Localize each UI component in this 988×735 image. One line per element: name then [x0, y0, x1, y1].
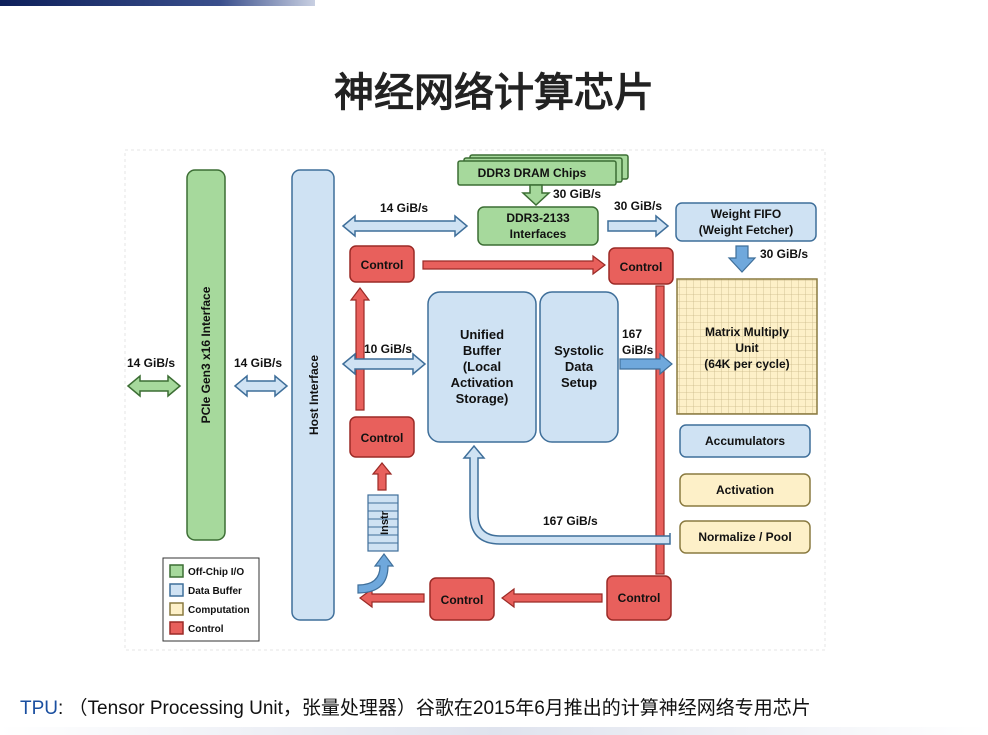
control-arrow-top: [422, 254, 606, 276]
control-box-top-right: [608, 247, 674, 285]
control-label-top-right: Control: [620, 260, 663, 274]
pcie-label-line1: PCIe Gen3 x16 Interface: [199, 286, 213, 423]
ddr-fifo-arrow: [607, 214, 670, 238]
bw-label-pcie-host: 14 GiB/s: [234, 356, 282, 370]
bw-label-ddr-fifo: 30 GiB/s: [614, 199, 662, 213]
bw-label-host-ub: 10 GiB/s: [364, 342, 412, 356]
control-arrow-left-up: [349, 287, 371, 411]
bw-label-host-ddr: 14 GiB/s: [380, 201, 428, 215]
caption-prefix: TPU: [20, 698, 58, 719]
systolic-setup-box: [539, 291, 619, 443]
legend-swatch-control: [169, 621, 184, 635]
control-line-right: [655, 285, 665, 575]
caption-text: : （Tensor Processing Unit，张量处理器）谷歌在2015年…: [58, 698, 811, 719]
normalize-pool-box: [679, 520, 811, 554]
wfifo-label-2: (Weight Fetcher): [699, 223, 793, 237]
ub-label-3: (Local: [463, 359, 501, 374]
wfifo-label-1: Weight FIFO: [711, 207, 781, 221]
ddr-chips-label: DDR3 DRAM Chips: [478, 166, 587, 180]
legend-swatch-offchip: [169, 564, 184, 578]
control-arrow-bottom-left: [359, 587, 425, 609]
mm-label-1: Matrix Multiply: [705, 325, 789, 339]
activation-label: Activation: [716, 483, 774, 497]
host-ub-arrow: [341, 352, 427, 376]
ub-label-2: Buffer: [463, 343, 501, 358]
bw-label-167-return: 167 GiB/s: [543, 514, 598, 528]
legend-swatch-compute: [169, 602, 184, 616]
top-accent-bar: [0, 0, 315, 6]
external-io-arrow: [126, 374, 182, 398]
pcie-interface-box: [186, 169, 226, 541]
sys-label-3: Setup: [561, 375, 597, 390]
host-interface-box: [291, 169, 335, 621]
host-instr-arrow: [357, 553, 395, 594]
activation-box: [679, 473, 811, 507]
ddr-if-label-2: Interfaces: [510, 227, 567, 241]
ub-label-1: Unified: [460, 327, 504, 342]
accumulators-label: Accumulators: [705, 434, 785, 448]
mm-label-3: (64K per cycle): [704, 357, 789, 371]
bottom-accent-bar: [0, 727, 988, 735]
instr-label: Instr: [379, 510, 391, 535]
control-box-top-left: [349, 245, 415, 283]
accumulators-box: [679, 424, 811, 458]
weight-fifo-box: [675, 202, 817, 242]
bw-label-external: 14 GiB/s: [127, 356, 175, 370]
caption: TPU: （Tensor Processing Unit，张量处理器）谷歌在20…: [20, 693, 811, 720]
legend-label-control: Control: [188, 624, 224, 635]
legend-label-compute: Computation: [188, 605, 250, 616]
sys-label-1: Systolic: [554, 343, 604, 358]
legend-swatch-buffer: [169, 583, 184, 597]
host-ddr-arrow: [341, 214, 469, 238]
instr-control-arrow: [371, 462, 393, 491]
ddr-interfaces-box: [477, 206, 599, 246]
ub-label-4: Activation: [451, 375, 514, 390]
mm-label-2: Unit: [735, 341, 758, 355]
control-label-bottom-mid: Control: [441, 593, 484, 607]
control-label-bottom-right: Control: [618, 591, 661, 605]
fifo-mmu-arrow: [727, 245, 757, 273]
unified-buffer-box: [427, 291, 537, 443]
control-label-mid-left: Control: [361, 431, 404, 445]
normalize-pool-label: Normalize / Pool: [698, 530, 791, 544]
pcie-host-arrow: [233, 374, 289, 398]
return-path-arrow: [462, 444, 671, 545]
systolic-mmu-arrow: [619, 352, 673, 376]
matrix-multiply-unit-box: [676, 278, 818, 415]
control-arrow-bottom-right: [501, 587, 603, 609]
bw-label-ddr: 30 GiB/s: [553, 187, 601, 201]
control-box-bottom-mid: [429, 577, 495, 621]
control-box-bottom-right: [606, 575, 672, 621]
legend-label-buffer: Data Buffer: [188, 586, 242, 597]
ddr-if-label-1: DDR3-2133: [506, 211, 570, 225]
control-box-mid-left: [349, 416, 415, 458]
legend-label-offchip: Off-Chip I/O: [188, 567, 244, 578]
page-title: 神经网络计算芯片: [334, 69, 654, 116]
bw-label-167-a: 167: [622, 327, 642, 341]
ub-label-5: Storage): [456, 391, 509, 406]
control-label-top-left: Control: [361, 258, 404, 272]
instr-buffer-box: [367, 494, 399, 552]
bw-label-167-b: GiB/s: [622, 343, 654, 357]
bw-label-fifo-mmu: 30 GiB/s: [760, 247, 808, 261]
ddr-down-arrow: [521, 184, 551, 207]
diagram-frame: [124, 149, 826, 651]
host-interface-label: Host Interface: [307, 355, 321, 435]
sys-label-2: Data: [565, 359, 594, 374]
